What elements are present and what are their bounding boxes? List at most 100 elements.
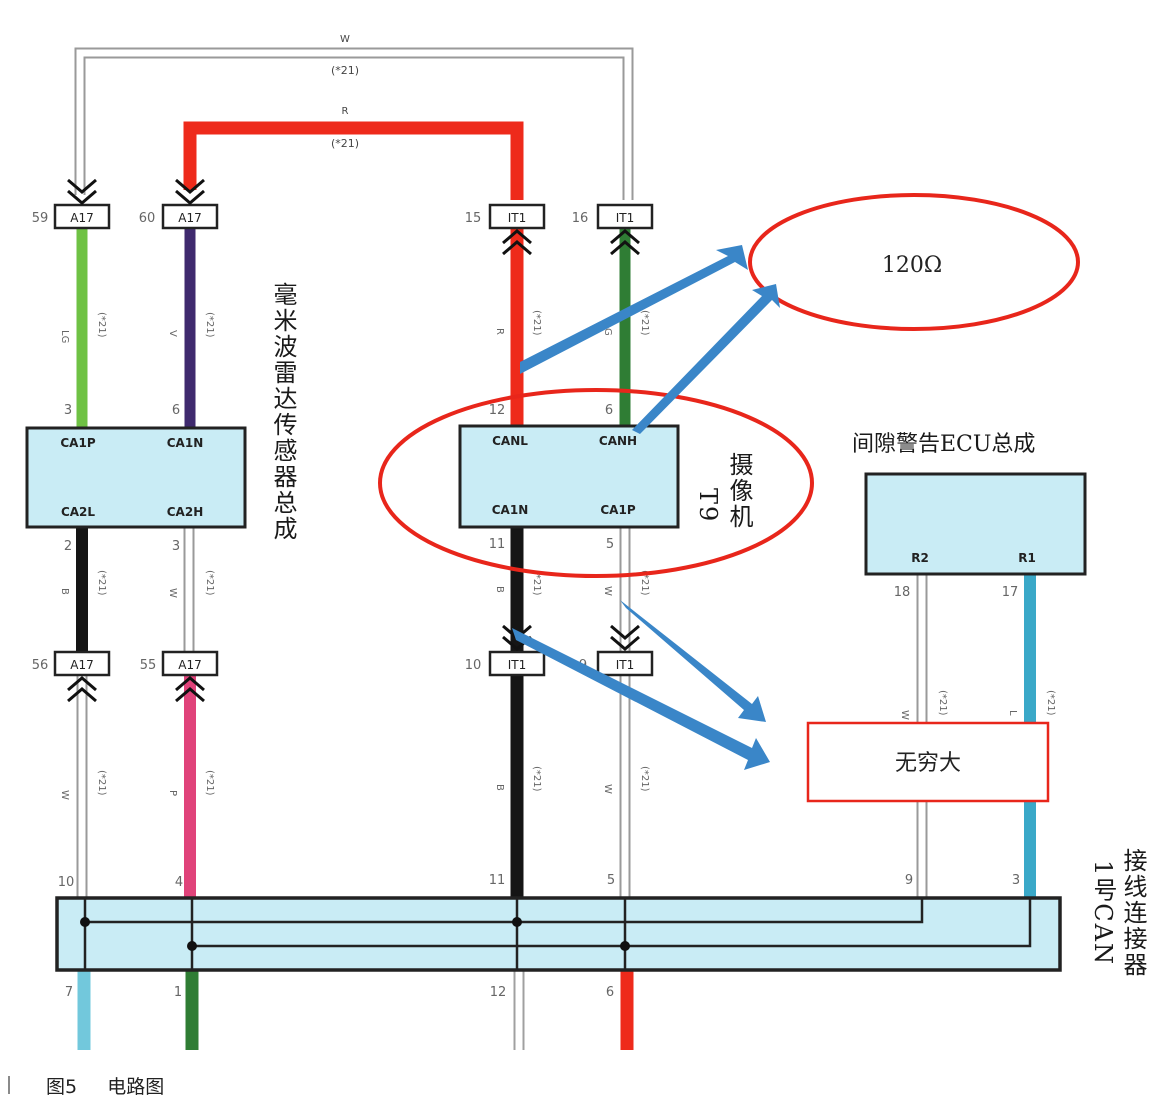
connector-15: IT1 15	[465, 203, 546, 256]
svg-text:IT1: IT1	[508, 658, 527, 672]
radar-title: 毫米波雷达传感器总成	[269, 282, 297, 542]
wire-label-camera-bottom-right-code: (*21)	[639, 570, 650, 596]
wire-label-radar-bottom-right: W	[167, 588, 178, 598]
camera-pin-ca1p: CA1P	[600, 503, 635, 517]
pin-radar-top-right: 6	[172, 403, 180, 418]
wire-label-radar-low-left-code: (*21)	[96, 770, 107, 796]
wire-label-camera-bottom-left: B	[494, 586, 505, 593]
wire-label-ecu-right-code: (*21)	[1045, 690, 1056, 716]
svg-text:59: 59	[32, 211, 49, 226]
connector-16: IT1 16	[572, 203, 654, 256]
radar-pin-ca1p: CA1P	[60, 436, 95, 450]
pin-junction-top-2: 4	[175, 875, 183, 890]
connector-56: A17 56	[32, 650, 111, 703]
wire-label-camera-top-left-code: (*21)	[531, 310, 542, 336]
pin-junction-top-1: 10	[58, 875, 75, 890]
wire-label-radar-bottom-right-code: (*21)	[204, 570, 215, 596]
svg-text:A17: A17	[70, 658, 93, 672]
radar-pin-ca2l: CA2L	[61, 505, 95, 519]
svg-text:IT1: IT1	[616, 211, 635, 225]
pin-camera-top-left: 12	[489, 403, 506, 418]
radar-pin-ca1n: CA1N	[167, 436, 204, 450]
ecu-title: 间隙警告ECU总成	[852, 432, 1035, 457]
caption-figure: 图5	[46, 1076, 78, 1098]
camera-title-line1: T9	[694, 488, 722, 524]
infinity-value: 无穷大	[895, 751, 961, 776]
svg-text:IT1: IT1	[508, 211, 527, 225]
wire-label-radar-top-right-code: (*21)	[204, 312, 215, 338]
pin-junction-bottom-1: 7	[65, 985, 73, 1000]
radar-pin-ca2h: CA2H	[167, 505, 204, 519]
camera-title-line2: 摄像机	[725, 452, 753, 530]
connector-60: A17 60	[139, 178, 219, 230]
junction-title-line1: 1号CAN	[1089, 860, 1117, 966]
ecu-pin-r1: R1	[1018, 551, 1036, 565]
wire-label-camera-bottom-right: W	[602, 586, 613, 596]
pin-junction-bottom-4: 6	[606, 985, 614, 1000]
pin-junction-top-5: 9	[905, 873, 913, 888]
radar-box: CA1P CA1N CA2L CA2H	[25, 426, 247, 529]
pin-junction-top-3: 11	[489, 873, 506, 888]
svg-text:A17: A17	[178, 658, 201, 672]
svg-text:IT1: IT1	[616, 658, 635, 672]
wire-top-red	[183, 121, 524, 200]
wire-label-camera-low-right: W	[602, 784, 613, 794]
pin-junction-top-4: 5	[607, 873, 615, 888]
pin-radar-top-left: 3	[64, 403, 72, 418]
camera-pin-ca1n: CA1N	[492, 503, 529, 517]
pin-camera-top-right: 6	[605, 403, 613, 418]
top-red-code: (*21)	[331, 137, 359, 150]
pin-ecu-right: 17	[1002, 585, 1019, 600]
camera-highlight-ellipse	[378, 388, 814, 578]
svg-text:56: 56	[32, 658, 49, 673]
pin-junction-top-6: 3	[1012, 873, 1020, 888]
pin-ecu-left: 18	[894, 585, 911, 600]
junction-title-line2: 接线连接器	[1119, 848, 1147, 978]
svg-text:A17: A17	[70, 211, 93, 225]
pin-junction-bottom-2: 1	[174, 985, 182, 1000]
wire-label-radar-top-left: LG	[59, 330, 70, 343]
wire-label-ecu-right: L	[1007, 710, 1018, 716]
wire-label-camera-top-right-code: (*21)	[639, 310, 650, 336]
wire-label-camera-top-left: R	[494, 328, 505, 335]
wire-label-camera-bottom-left-code: (*21)	[531, 570, 542, 596]
ecu-pin-r2: R2	[911, 551, 929, 565]
pin-junction-bottom-3: 12	[490, 985, 507, 1000]
camera-box: CANL CANH CA1N CA1P	[458, 424, 680, 529]
wire-label-camera-low-right-code: (*21)	[639, 766, 650, 792]
wire-label-radar-bottom-left-code: (*21)	[96, 570, 107, 596]
top-white-color: W	[340, 34, 350, 45]
wire-label-radar-top-right: V	[167, 330, 178, 337]
camera-pin-canh: CANH	[599, 434, 637, 448]
wire-label-ecu-left-code: (*21)	[937, 690, 948, 716]
svg-text:16: 16	[572, 211, 589, 226]
top-white-code: (*21)	[331, 64, 359, 77]
pin-radar-bottom-right: 3	[172, 539, 180, 554]
wire-label-camera-low-left-code: (*21)	[531, 766, 542, 792]
wire-label-radar-low-right-code: (*21)	[204, 770, 215, 796]
wire-label-camera-low-left: B	[494, 784, 505, 791]
connector-55: A17 55	[140, 650, 219, 703]
resistance-ellipse	[748, 193, 1080, 331]
figure-caption: 图5 电路图	[46, 1072, 164, 1099]
resistance-value: 120Ω	[882, 253, 942, 278]
connector-10: IT1 10	[465, 624, 546, 677]
wire-label-camera-top-right: G	[602, 328, 613, 336]
pin-radar-bottom-left: 2	[64, 539, 72, 554]
wire-label-radar-low-right: P	[167, 790, 178, 796]
wire-top-white	[74, 47, 634, 200]
svg-text:60: 60	[139, 211, 156, 226]
wire-label-radar-bottom-left: B	[59, 588, 70, 595]
caption-marker	[8, 1076, 10, 1094]
svg-text:55: 55	[140, 658, 157, 673]
junction-connector	[55, 896, 1062, 972]
ecu-box: R2 R1	[864, 472, 1087, 576]
wire-label-radar-low-left: W	[59, 790, 70, 800]
pin-camera-bottom-right: 5	[606, 537, 614, 552]
caption-title: 电路图	[107, 1076, 165, 1098]
connector-59: A17 59	[32, 178, 111, 230]
wire-label-ecu-left: W	[899, 710, 910, 720]
wire-label-radar-top-left-code: (*21)	[96, 312, 107, 338]
arrow-icon	[512, 245, 780, 770]
camera-pin-canl: CANL	[492, 434, 528, 448]
